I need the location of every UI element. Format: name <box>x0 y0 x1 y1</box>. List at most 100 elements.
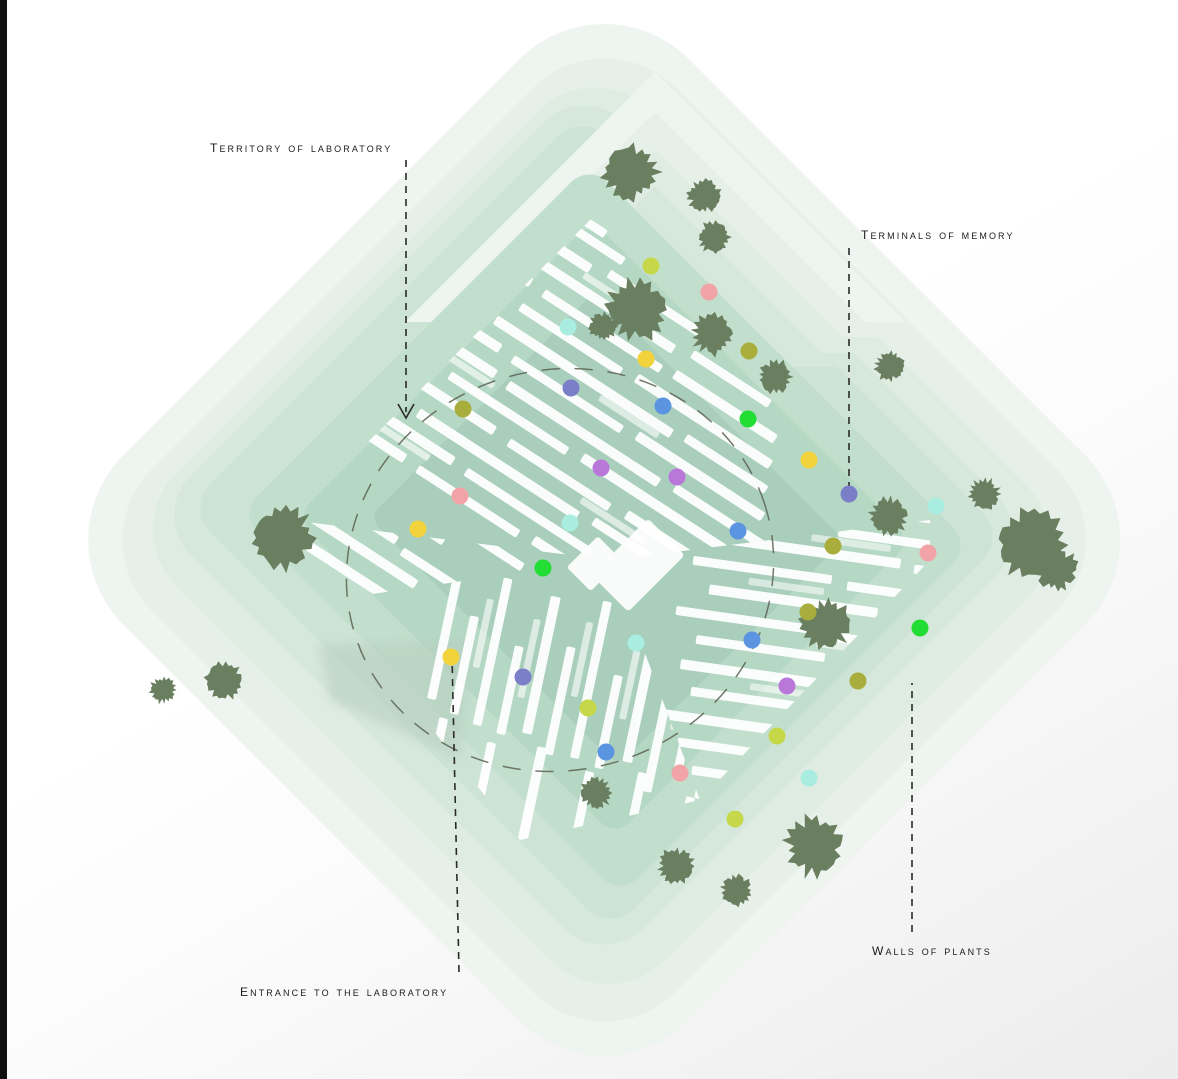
wall-bar <box>449 615 479 715</box>
leader-arrow-territory <box>397 403 415 420</box>
wall-bar <box>472 577 513 726</box>
tree <box>203 661 242 700</box>
wall-bar <box>493 316 674 438</box>
terminal-of-memory-dot[interactable] <box>597 743 615 761</box>
terminal-of-memory-dot[interactable] <box>637 350 655 368</box>
wall-bar <box>695 635 826 662</box>
wall-bar <box>518 303 623 375</box>
terminal-of-memory-dot[interactable] <box>627 634 645 652</box>
tree <box>581 776 613 809</box>
tree <box>690 311 733 358</box>
wall-bar <box>472 598 494 669</box>
terminal-of-memory-dot[interactable] <box>800 451 818 469</box>
terminal-of-memory-dot[interactable] <box>740 342 758 360</box>
left-edge-strip <box>0 0 7 1079</box>
terminal-of-memory-dot[interactable] <box>768 727 786 745</box>
terminal-of-memory-dot[interactable] <box>642 257 660 275</box>
wall-bar <box>634 374 773 469</box>
leader-line-entrance <box>451 654 460 973</box>
terminal-of-memory-dot[interactable] <box>739 410 757 428</box>
label-terminals-of-memory: Terminals of memory <box>861 225 1015 243</box>
wall-bar <box>683 434 768 494</box>
wall-bar <box>571 621 593 698</box>
terminal-of-memory-dot[interactable] <box>743 631 761 649</box>
tree <box>759 359 794 395</box>
wall-bar <box>748 577 825 595</box>
tree <box>685 178 722 212</box>
terminal-of-memory-dot[interactable] <box>919 544 937 562</box>
terminal-of-memory-dot[interactable] <box>726 810 744 828</box>
tree <box>798 597 851 651</box>
wall-bar <box>721 533 902 569</box>
terminal-of-memory-dot[interactable] <box>799 603 817 621</box>
terminal-of-memory-dot[interactable] <box>849 672 867 690</box>
wall-bar <box>580 453 727 554</box>
leader-lines <box>405 160 913 973</box>
tree <box>967 477 1002 510</box>
terminal-of-memory-dot[interactable] <box>729 522 747 540</box>
wall-bar <box>619 650 641 720</box>
terminal-of-memory-dot[interactable] <box>654 397 672 415</box>
wall-bar <box>505 381 661 487</box>
terminal-of-memory-dot[interactable] <box>700 283 718 301</box>
wall-bar <box>496 645 524 735</box>
terminal-of-memory-dot[interactable] <box>824 537 842 555</box>
terminal-dots <box>409 257 945 828</box>
tree <box>1032 547 1079 592</box>
wall-bar <box>416 409 580 520</box>
terminal-of-memory-dot[interactable] <box>514 668 532 686</box>
wall-bar <box>598 395 660 438</box>
label-walls-of-plants: Walls of plants <box>872 941 992 959</box>
wall-bar <box>464 468 594 557</box>
tree <box>603 276 667 342</box>
wall-bar <box>522 596 561 735</box>
terminal-of-memory-dot[interactable] <box>409 520 427 538</box>
tree <box>148 676 177 705</box>
terminal-of-memory-dot[interactable] <box>800 769 818 787</box>
wall-bar <box>675 606 825 636</box>
terminal-of-memory-dot[interactable] <box>840 485 858 503</box>
wall-bar <box>507 439 612 511</box>
label-entrance-to-the-laboratory: Entrance to the laboratory <box>240 982 449 1000</box>
tree <box>657 847 695 885</box>
terminal-of-memory-dot[interactable] <box>559 318 577 336</box>
label-territory-of-laboratory: Territory of laboratory <box>210 138 393 156</box>
tree <box>698 220 732 254</box>
territory-boundary-circle <box>345 367 775 773</box>
wall-bar <box>415 465 520 538</box>
terminal-of-memory-dot[interactable] <box>442 648 460 666</box>
terminal-of-memory-dot[interactable] <box>911 619 929 637</box>
terminal-of-memory-dot[interactable] <box>778 677 796 695</box>
tree <box>867 495 908 537</box>
terminal-of-memory-dot[interactable] <box>592 459 610 477</box>
terminal-of-memory-dot[interactable] <box>927 497 945 515</box>
terminal-of-memory-dot[interactable] <box>668 468 686 486</box>
tree <box>781 813 843 880</box>
terminal-of-memory-dot[interactable] <box>451 487 469 505</box>
wall-bar <box>544 646 576 756</box>
wall-bar <box>517 746 547 840</box>
terminal-of-memory-dot[interactable] <box>561 514 579 532</box>
wall-bar <box>838 528 930 558</box>
core-shadow-wedge <box>318 640 470 760</box>
tree <box>587 311 619 341</box>
central-plaza <box>567 520 684 611</box>
terminal-of-memory-dot[interactable] <box>562 379 580 397</box>
tree <box>599 142 663 203</box>
wall-bar <box>692 556 833 584</box>
wall-bar <box>279 520 418 589</box>
wall-bar <box>690 350 772 408</box>
terminal-of-memory-dot[interactable] <box>579 699 597 717</box>
wall-bar <box>680 659 850 693</box>
wall-bar <box>570 601 612 759</box>
tree <box>251 504 317 574</box>
terminal-of-memory-dot[interactable] <box>671 764 689 782</box>
tree-group <box>148 142 1079 908</box>
tree <box>719 873 752 908</box>
terminal-of-memory-dot[interactable] <box>534 559 552 577</box>
terminal-of-memory-dot[interactable] <box>454 400 472 418</box>
wall-bar <box>635 432 765 521</box>
wall-bar <box>447 372 569 455</box>
